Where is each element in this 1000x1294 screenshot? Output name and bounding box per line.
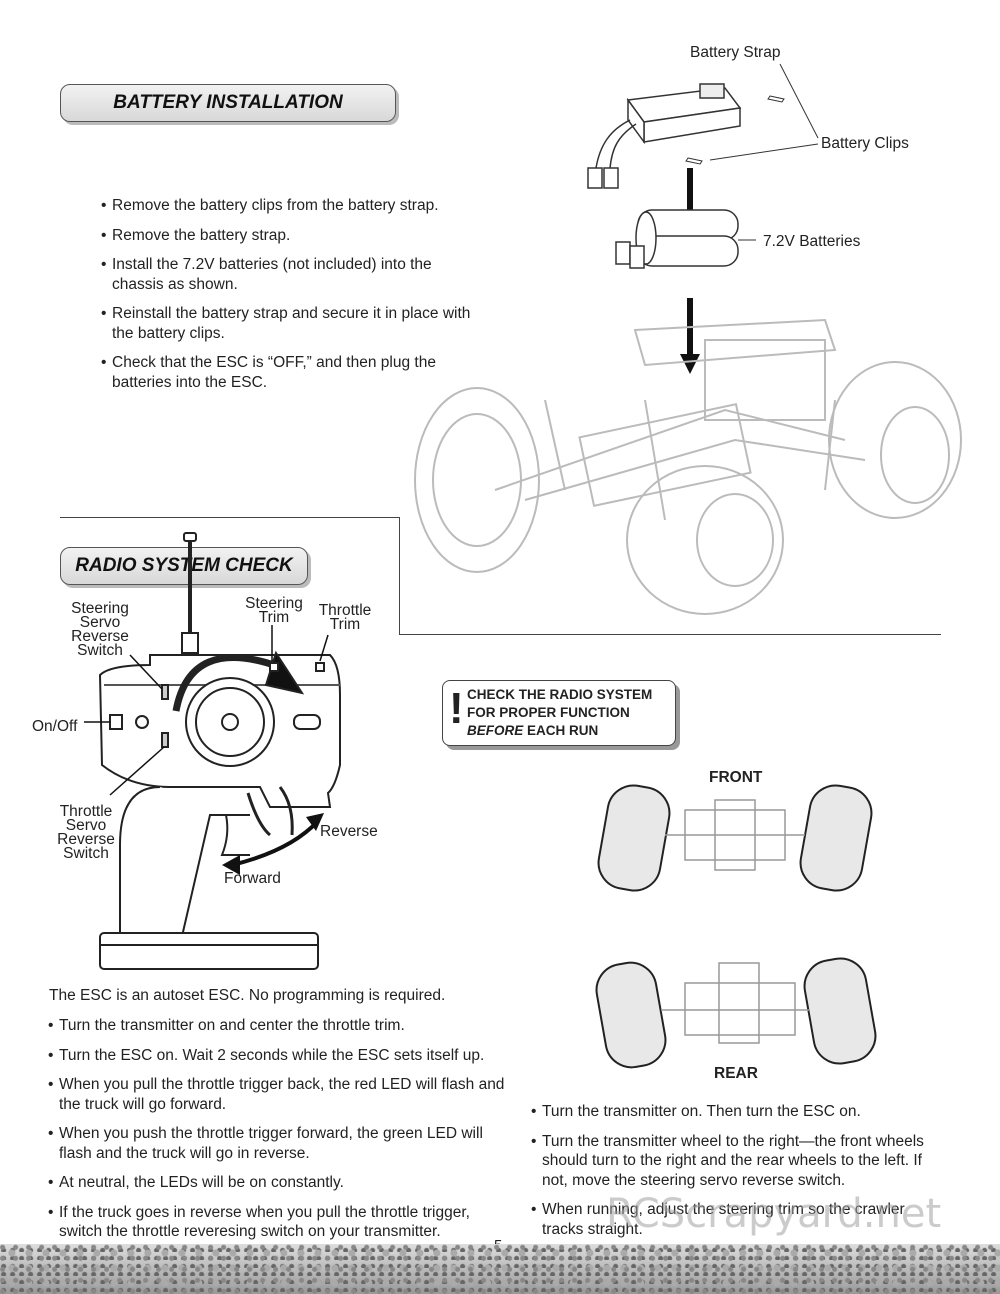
list-item: If the truck goes in reverse when you pu… [48,1203,510,1242]
list-item: Check that the ESC is “OFF,” and then pl… [101,353,471,392]
throttle-servo-reverse-switch-label: Throttle Servo Reverse Switch [57,803,115,862]
warning-line-3: BEFORE EACH RUN [467,723,599,738]
steering-servo-reverse-switch-label: Steering Servo Reverse Switch [71,600,129,659]
divider [399,634,941,635]
forward-label: Forward [224,870,281,887]
battery-clip-drawing [767,95,785,103]
list-item: Turn the transmitter on. Then turn the E… [531,1102,941,1122]
front-wheels-diagram [597,784,873,892]
radio-steps-list: Turn the transmitter on and center the t… [48,1016,510,1242]
steering-steps-list: Turn the transmitter on. Then turn the E… [531,1102,941,1239]
esc-intro-text: The ESC is an autoset ESC. No programmin… [49,987,446,1004]
list-item: Remove the battery clips from the batter… [101,196,471,216]
gravel-footer-band [0,1244,1000,1294]
battery-leader-lines [709,63,819,161]
list-item: Turn the transmitter on and center the t… [48,1016,510,1036]
list-item: Turn the transmitter wheel to the right—… [531,1132,941,1191]
rear-label: REAR [714,1065,758,1082]
rear-wheels-diagram [595,957,877,1069]
batteries-label: 7.2V Batteries [763,233,861,250]
warning-box: ! CHECK THE RADIO SYSTEM FOR PROPER FUNC… [442,680,676,746]
reverse-label: Reverse [320,823,378,840]
radio-system-check-header: RADIO SYSTEM CHECK [60,547,308,585]
warning-line-2: FOR PROPER FUNCTION [467,705,630,720]
batteries-drawing [615,209,739,269]
divider [60,517,400,518]
throttle-trim-label: Throttle Trim [318,602,372,633]
list-item: Remove the battery strap. [101,226,471,246]
battery-installation-header: BATTERY INSTALLATION [60,84,396,122]
battery-installation-title: BATTERY INSTALLATION [113,92,343,113]
radio-system-check-title: RADIO SYSTEM CHECK [75,555,293,576]
battery-strap-label: Battery Strap [690,44,781,61]
list-item: When you pull the throttle trigger back,… [48,1075,510,1114]
watermark: RCScrapyard.net [606,1191,942,1237]
exclamation-icon: ! [449,684,464,733]
list-item: Reinstall the battery strap and secure i… [101,304,471,343]
battery-diagram [587,83,785,374]
battery-steps-list: Remove the battery clips from the batter… [101,196,471,392]
list-item: At neutral, the LEDs will be on constant… [48,1173,510,1193]
crawler-chassis-illustration [414,318,962,615]
battery-strap-drawing [587,83,742,189]
list-item: When you push the throttle trigger forwa… [48,1124,510,1163]
list-item: Turn the ESC on. Wait 2 seconds while th… [48,1046,510,1066]
warning-line-1: CHECK THE RADIO SYSTEM [467,687,653,702]
list-item: Install the 7.2V batteries (not included… [101,255,471,294]
front-label: FRONT [709,769,763,786]
battery-clips-label: Battery Clips [821,135,909,152]
on-off-label: On/Off [32,718,78,735]
transmitter-diagram [84,532,341,970]
divider [399,517,400,634]
list-item: When running, adjust the steering trim s… [531,1200,941,1239]
steering-trim-label: Steering Trim [245,595,303,626]
battery-clip-drawing [685,157,703,165]
